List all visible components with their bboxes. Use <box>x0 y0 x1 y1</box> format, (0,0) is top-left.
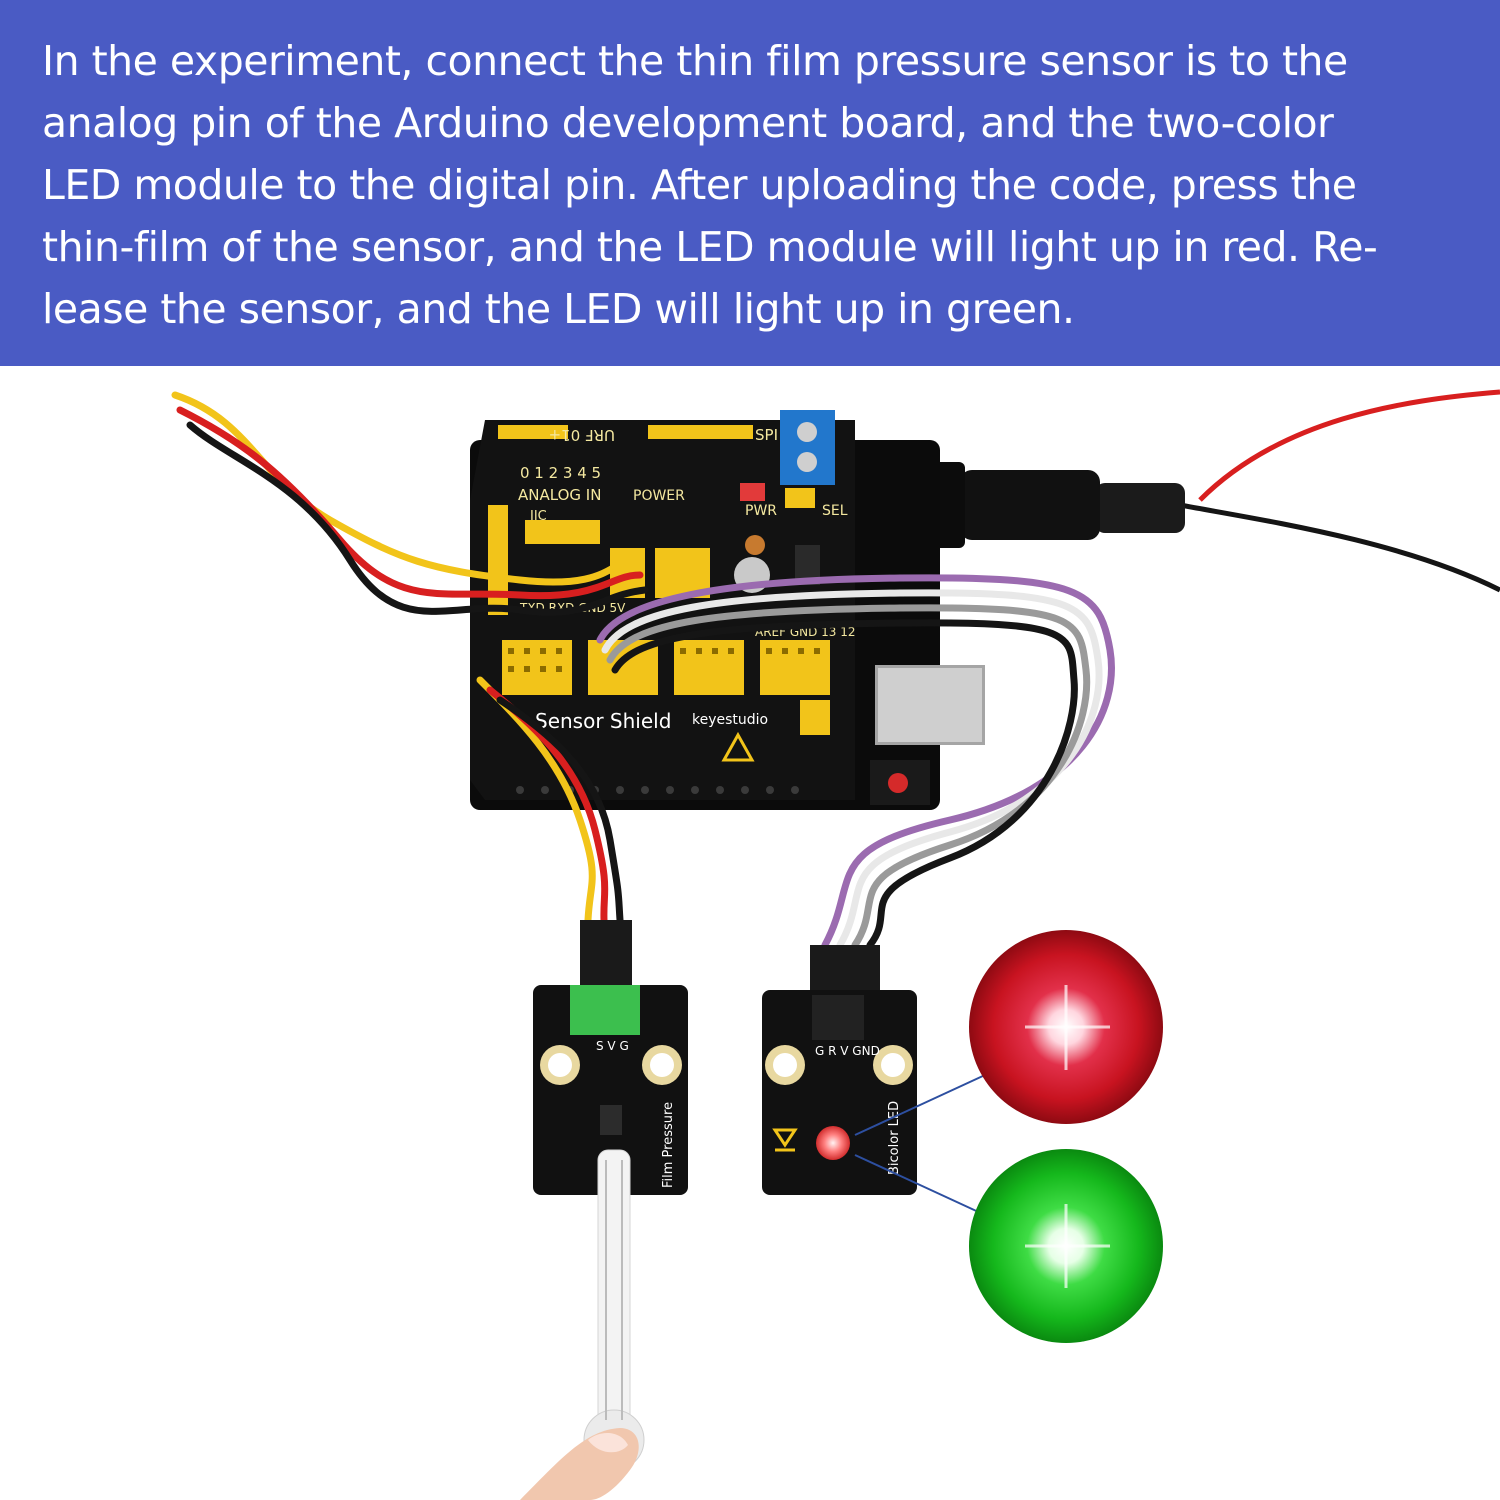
brand-label: keyestudio <box>692 712 768 728</box>
sel-label: SEL <box>822 503 848 519</box>
analog-pins-label: 0 1 2 3 4 5 <box>520 464 601 482</box>
instruction-line: lease the sensor, and the LED will light… <box>42 285 1075 333</box>
power-label: POWER <box>633 488 685 504</box>
analog-in-label: ANALOG IN <box>518 486 601 504</box>
instruction-line: In the experiment, connect the thin film… <box>42 37 1348 85</box>
pressure-pins-label: S V G <box>596 1039 629 1053</box>
spi-label: SPI <box>755 426 778 444</box>
pressure-cable <box>171 391 649 924</box>
urf-label: URF 01+ <box>549 426 615 444</box>
led-cable <box>596 574 1115 949</box>
pressure-module-label: Film Pressure <box>661 1102 676 1188</box>
setup-photo: URF 01+ SPI PWR SEL ANALOG IN 0 1 2 3 4 … <box>0 366 1500 1500</box>
instruction-line: analog pin of the Arduino development bo… <box>42 99 1334 147</box>
instruction-line: thin-film of the sensor, and the LED mod… <box>42 223 1378 271</box>
led-callouts <box>854 930 1163 1343</box>
setup-illustration: URF 01+ SPI PWR SEL ANALOG IN 0 1 2 3 4 … <box>171 389 1500 1500</box>
finger <box>520 1428 639 1500</box>
pwr-label: PWR <box>745 503 777 519</box>
instruction-banner: In the experiment, connect the thin film… <box>0 0 1500 366</box>
shield-model-label: Sensor Shield <box>535 709 671 733</box>
instruction-text: In the experiment, connect the thin film… <box>42 30 1460 340</box>
bicolor-led-module: G R V GND Bicolor LED <box>762 945 917 1195</box>
led-module-label: Bicolor LED <box>887 1101 902 1175</box>
led-pins-label: G R V GND <box>815 1044 880 1058</box>
film-pressure-module: S V G Film Pressure <box>533 920 688 1471</box>
power-cable <box>870 389 1500 593</box>
instruction-line: LED module to the digital pin. After upl… <box>42 161 1357 209</box>
